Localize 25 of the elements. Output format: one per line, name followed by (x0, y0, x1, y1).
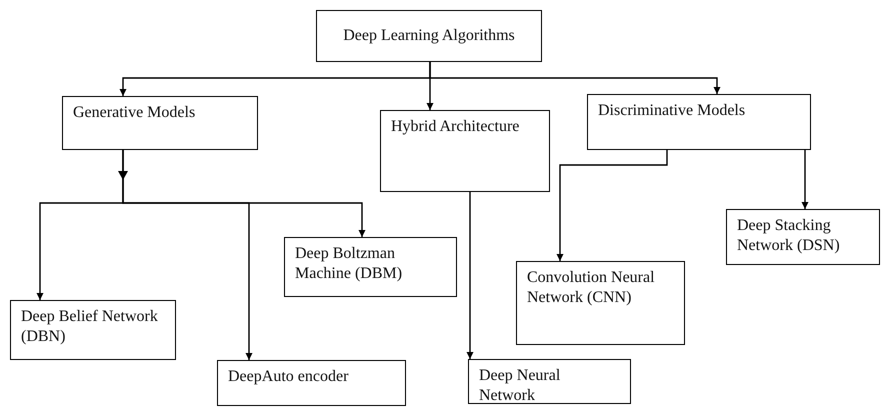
process-box (516, 261, 685, 345)
process-box (380, 110, 550, 192)
node-label: Deep Learning Algorithms (343, 26, 515, 46)
arrow (802, 150, 808, 209)
node-label: Deep Neural Network (479, 366, 562, 406)
node-label: Deep Boltzman Machine (DBM) (295, 244, 404, 284)
arrow (122, 150, 366, 237)
process-box (10, 300, 176, 360)
node-label: Discriminative Models (598, 101, 746, 121)
process-box (468, 359, 631, 404)
node-label: Deep Belief Network (DBN) (21, 307, 159, 347)
process-box (284, 237, 457, 297)
node-label: Hybrid Architecture (391, 117, 520, 137)
process-box (62, 96, 258, 150)
arrow (466, 192, 474, 359)
process-box (316, 10, 542, 62)
process-box (726, 209, 880, 265)
node-label: Deep Stacking Network (DSN) (737, 216, 841, 256)
process-box (217, 360, 406, 406)
arrow (556, 150, 668, 261)
arrow (429, 62, 720, 94)
process-box (587, 94, 811, 150)
node-label: DeepAuto encoder (228, 367, 350, 387)
node-label: Generative Models (73, 103, 196, 123)
node-label: Convolution Neural Network (CNN) (527, 268, 656, 308)
